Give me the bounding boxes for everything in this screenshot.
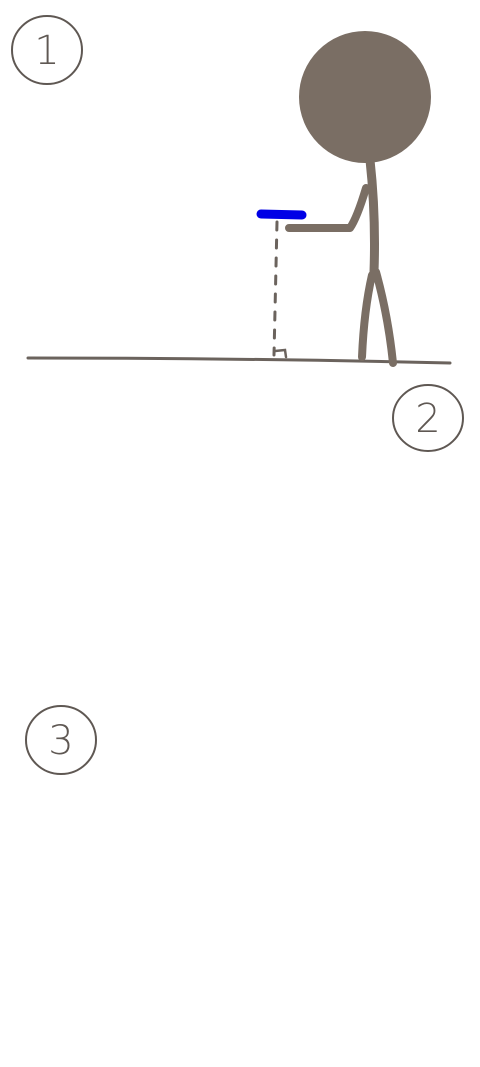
stick-figure — [285, 31, 431, 367]
panel-number-1-label: 1 — [34, 28, 59, 74]
panel-number-1-circle — [11, 15, 83, 85]
panel-number-2-label: 2 — [415, 396, 440, 442]
stick-figure-head — [299, 31, 431, 163]
panel-number-3-label: 3 — [48, 718, 73, 764]
panel-number-3-circle — [25, 705, 97, 775]
panel-number-2: 2 — [392, 384, 464, 452]
dashed-drop-line — [272, 220, 279, 357]
ground-line — [26, 356, 452, 365]
stick-figure-torso — [365, 155, 379, 277]
stick-figure-arm — [285, 184, 370, 232]
right-angle-marker — [273, 348, 288, 359]
panel-number-3: 3 — [25, 705, 97, 775]
panel-number-1: 1 — [11, 15, 83, 85]
stick-figure-right-leg — [372, 268, 397, 367]
blue-object — [256, 209, 307, 220]
panel-number-2-circle — [392, 384, 464, 452]
stick-figure-left-leg — [358, 271, 376, 361]
